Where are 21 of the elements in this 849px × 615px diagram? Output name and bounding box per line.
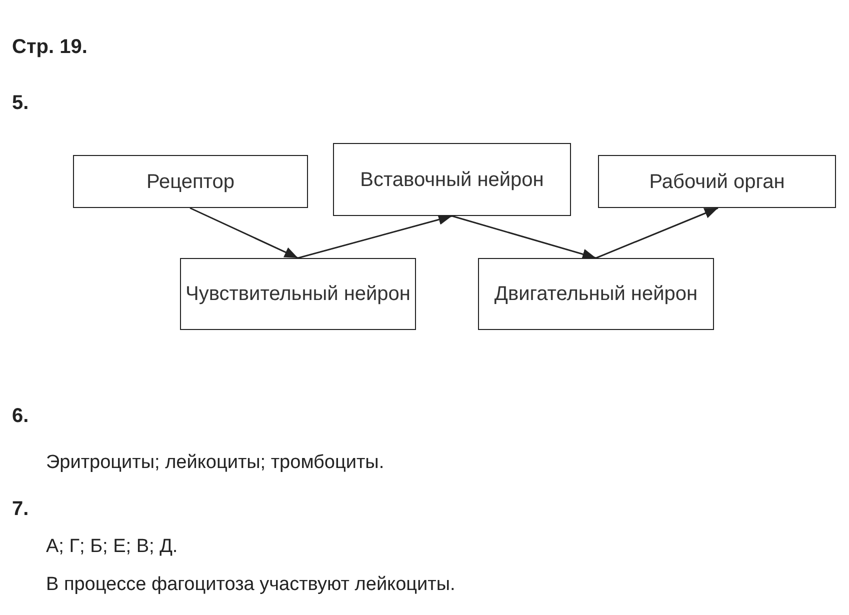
node-text: Чувствительный нейрон	[186, 282, 410, 307]
process-box	[333, 143, 571, 216]
node-text: Вставочный нейрон	[360, 168, 544, 192]
arrow	[452, 215, 596, 260]
node-text: Рабочий орган	[649, 170, 785, 194]
answer-text: А; Г; Б; Е; В; Д.	[46, 536, 178, 558]
task-number: 6.	[12, 405, 29, 428]
arrow	[190, 207, 298, 259]
process-box	[598, 155, 836, 208]
process-box	[478, 258, 714, 330]
process-box	[180, 258, 416, 330]
node-text: Рецептор	[146, 170, 234, 194]
node-text: Двигательный нейрон	[494, 282, 698, 307]
process-box	[73, 155, 308, 208]
arrow	[596, 207, 718, 259]
page-number: Стр. 19.	[12, 36, 88, 59]
task-number: 7.	[12, 498, 29, 521]
answer-text: В процессе фагоцитоза участвуют лейкоциты.	[46, 574, 456, 596]
arrow	[298, 214, 452, 259]
task-number: 5.	[12, 92, 29, 115]
answer-text: Эритроциты; лейкоциты; тромбоциты.	[46, 452, 384, 474]
